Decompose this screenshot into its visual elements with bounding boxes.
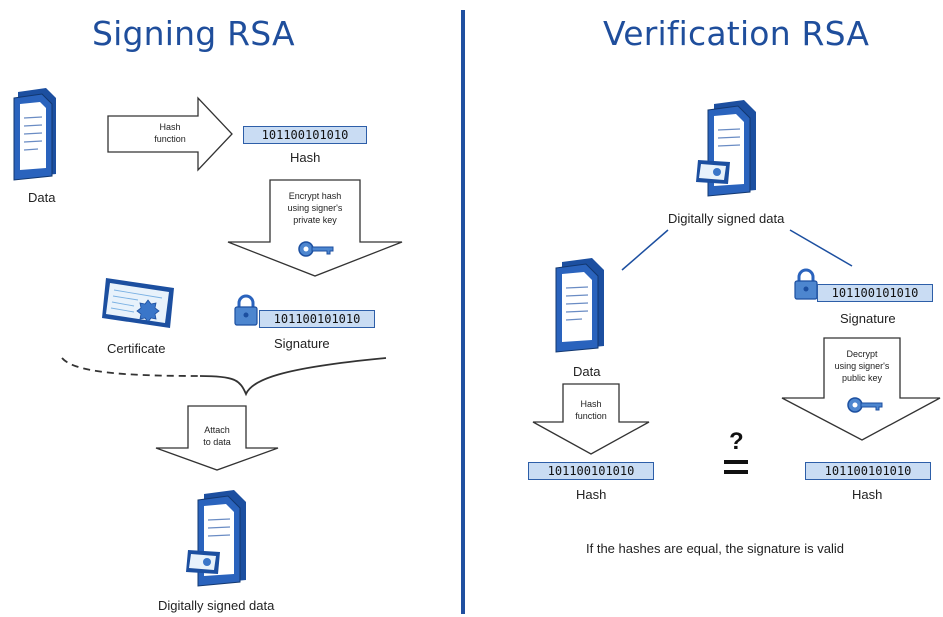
conclusion-text: If the hashes are equal, the signature i… <box>586 541 844 556</box>
verify-signed-document-icon <box>696 100 756 197</box>
signature-label: Signature <box>274 336 330 351</box>
signed-data-label: Digitally signed data <box>158 598 275 613</box>
verify-hash-right-box: 101100101010 <box>805 462 931 480</box>
verification-title: Verification RSA <box>603 14 870 53</box>
question-mark: ? <box>729 428 744 455</box>
attach-text: Attach to data <box>203 425 231 447</box>
verify-lock-icon <box>794 268 818 300</box>
hash-function-arrow <box>107 96 233 172</box>
certificate-icon <box>102 278 174 328</box>
encrypt-down-arrow <box>227 179 403 277</box>
verify-key-icon <box>847 397 883 413</box>
verify-signature-label: Signature <box>840 311 896 326</box>
hash-label: Hash <box>290 150 321 165</box>
verify-hash-right-label: Hash <box>852 487 883 502</box>
center-divider <box>461 10 465 614</box>
decrypt-down-arrow <box>781 337 941 441</box>
certificate-label: Certificate <box>107 341 166 356</box>
verify-data-document-icon <box>555 258 604 353</box>
attach-down-arrow <box>155 405 279 471</box>
data-document-icon <box>13 88 56 181</box>
verify-hash-function-arrow <box>532 383 650 455</box>
key-icon <box>298 241 334 257</box>
verify-signed-data-label: Digitally signed data <box>668 211 785 226</box>
encrypt-text: Encrypt hash using signer's private key <box>287 191 343 225</box>
decrypt-text: Decrypt using signer's public key <box>834 349 890 383</box>
merge-brace <box>61 357 387 397</box>
hash-value-box: 101100101010 <box>243 126 367 144</box>
split-lines <box>621 229 853 271</box>
verify-data-label: Data <box>573 364 601 379</box>
signature-value-box: 101100101010 <box>259 310 375 328</box>
hash-function-text: Hash function <box>154 122 186 144</box>
equals-bar-bottom <box>724 470 748 474</box>
verify-signature-value-box: 101100101010 <box>817 284 933 302</box>
verify-hash-left-label: Hash <box>576 487 607 502</box>
data-label: Data <box>28 190 56 205</box>
lock-icon <box>234 294 258 326</box>
signing-title: Signing RSA <box>92 14 295 53</box>
equals-bar-top <box>724 460 748 464</box>
verify-hash-left-box: 101100101010 <box>528 462 654 480</box>
verify-hash-function-text: Hash function <box>575 399 607 421</box>
signed-document-icon <box>186 490 246 587</box>
